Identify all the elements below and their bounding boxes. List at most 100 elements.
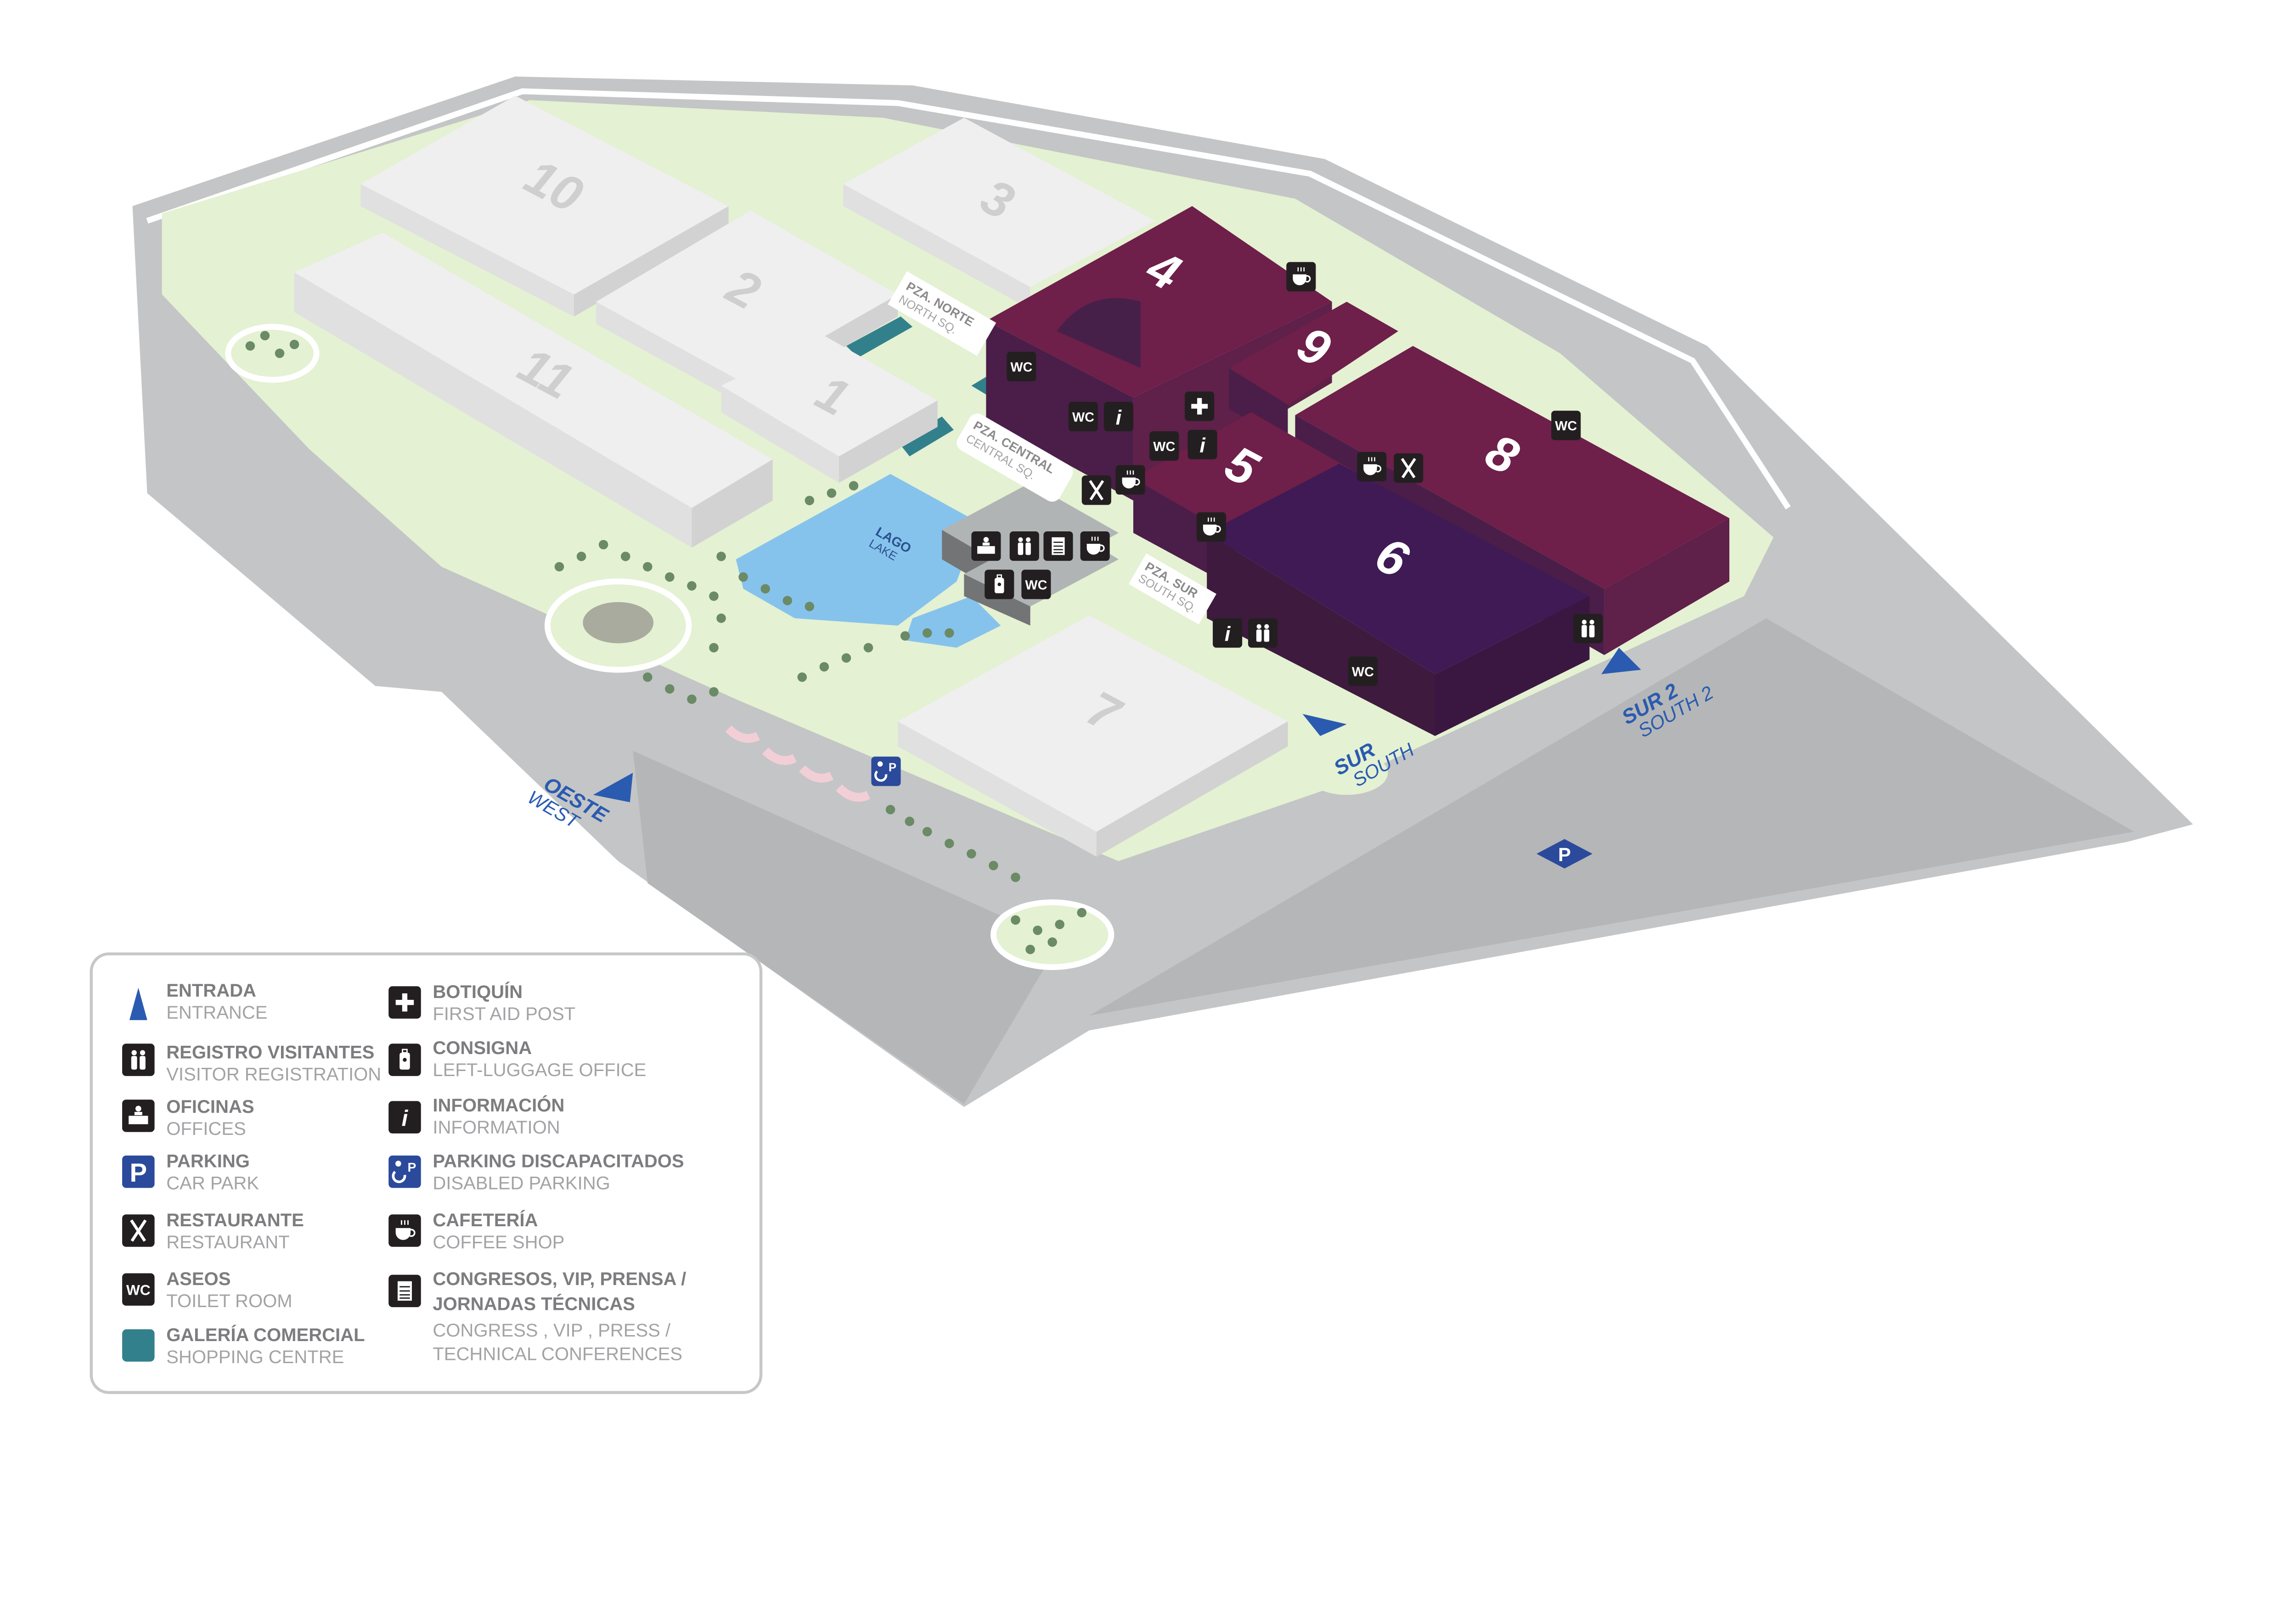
tree [900, 631, 910, 641]
legend-title: PARKING [166, 1151, 250, 1172]
info-icon[interactable]: i [1213, 618, 1243, 648]
svg-text:P: P [129, 1158, 147, 1187]
tree [819, 662, 829, 672]
tree [687, 581, 697, 591]
left-luggage-icon[interactable] [388, 1043, 421, 1076]
tree [805, 496, 815, 505]
first-aid-icon[interactable] [1185, 391, 1215, 421]
lake [736, 474, 979, 626]
legend-subtitle: ENTRANCE [166, 1003, 267, 1023]
parking-icon[interactable]: P [122, 1155, 155, 1188]
tree [576, 552, 586, 561]
legend-title: ASEOS [166, 1269, 231, 1289]
monument [583, 602, 654, 643]
coffee-icon[interactable] [388, 1214, 421, 1247]
restaurant-icon[interactable] [1394, 453, 1424, 483]
legend-subtitle: RESTAURANT [166, 1232, 289, 1252]
tree [709, 591, 719, 601]
hall-10[interactable]: 10 [360, 96, 729, 317]
svg-text:i: i [1225, 622, 1231, 645]
roundabout [1305, 750, 1388, 795]
disabled-parking-icon[interactable]: P [388, 1155, 421, 1188]
entrance-icon[interactable] [129, 987, 147, 1021]
hall-3[interactable]: 3 [843, 118, 1156, 310]
wc-icon[interactable]: WC [1551, 411, 1581, 440]
tree [716, 552, 726, 561]
info-icon[interactable]: i [1103, 401, 1133, 432]
legend-subtitle: CONGRESS , VIP , PRESS / [433, 1320, 671, 1341]
tree [687, 694, 697, 704]
tree [967, 849, 976, 859]
tree [738, 572, 748, 582]
coffee-icon[interactable] [1115, 465, 1145, 495]
first-aid-icon[interactable] [388, 986, 421, 1019]
congress-icon[interactable] [1043, 531, 1073, 561]
tree [905, 817, 915, 826]
legend-subtitle: INFORMATION [433, 1117, 560, 1138]
legend-subtitle: FIRST AID POST [433, 1004, 575, 1024]
info-icon[interactable]: i [1187, 429, 1217, 459]
coffee-icon[interactable] [1357, 451, 1387, 482]
tree [863, 643, 873, 653]
entrance-icon [1302, 714, 1347, 736]
legend-title: CONSIGNA [433, 1038, 532, 1058]
svg-text:i: i [1199, 434, 1206, 457]
legend-subtitle: SHOPPING CENTRE [166, 1347, 344, 1367]
wc-icon[interactable]: WC [1068, 401, 1098, 432]
offices-icon[interactable] [971, 531, 1001, 561]
svg-text:i: i [402, 1106, 409, 1131]
wc-icon[interactable]: WC [1007, 352, 1036, 382]
tree [260, 331, 270, 341]
visitor-registration-icon[interactable] [122, 1043, 155, 1076]
svg-text:WC: WC [1072, 410, 1094, 425]
visitor-registration-icon[interactable] [1248, 618, 1278, 648]
tree [841, 653, 851, 663]
info-icon[interactable]: i [388, 1101, 421, 1133]
tree [1033, 925, 1042, 935]
tree [1047, 937, 1057, 947]
roundabout [225, 324, 320, 383]
wc-icon[interactable]: WC [1149, 431, 1179, 461]
shopping-gallery [846, 316, 913, 358]
legend-title: GALERÍA COMERCIAL [166, 1325, 365, 1345]
tree [620, 552, 630, 561]
shopping-centre-swatch[interactable] [122, 1329, 155, 1362]
visitor-registration-icon[interactable] [1009, 531, 1039, 561]
tree [782, 596, 793, 605]
legend-subtitle: TOILET ROOM [166, 1291, 292, 1311]
left-luggage-icon[interactable] [985, 569, 1014, 599]
tree [760, 584, 770, 594]
restaurant-icon[interactable] [1081, 475, 1111, 505]
hall-7[interactable]: 7 [898, 615, 1288, 857]
legend-title: PARKING DISCAPACITADOS [433, 1151, 684, 1172]
svg-text:WC: WC [1025, 578, 1047, 592]
legend-title: CONGRESOS, VIP, PRENSA / [433, 1269, 686, 1289]
wc-icon[interactable]: WC [122, 1273, 155, 1306]
legend-title: CAFETERÍA [433, 1210, 538, 1230]
svg-text:i: i [1116, 406, 1122, 429]
legend-title: JORNADAS TÉCNICAS [433, 1294, 635, 1314]
offices-icon[interactable] [122, 1100, 155, 1132]
visitor-registration-icon[interactable] [1573, 614, 1603, 643]
tree [598, 540, 608, 550]
tree [554, 562, 564, 572]
legend-subtitle: LEFT-LUGGAGE OFFICE [433, 1060, 646, 1080]
wc-icon[interactable]: WC [1348, 656, 1378, 686]
hall-6[interactable]: 6 [1207, 463, 1590, 736]
coffee-icon[interactable] [1196, 512, 1226, 542]
wc-icon[interactable]: WC [1021, 569, 1051, 599]
hall-1[interactable]: 1 [721, 335, 938, 483]
tree [922, 827, 932, 837]
hall-11[interactable]: 11 [294, 232, 773, 548]
coffee-icon[interactable] [1286, 262, 1316, 292]
tree [1011, 915, 1020, 925]
svg-text:P: P [1558, 844, 1571, 865]
car-park-icon[interactable]: P [1536, 839, 1593, 869]
congress-icon[interactable] [388, 1274, 421, 1308]
restaurant-icon[interactable] [122, 1214, 155, 1247]
legend-subtitle: CAR PARK [166, 1173, 259, 1194]
disabled-parking-icon[interactable]: P [871, 756, 901, 786]
coffee-icon[interactable] [1080, 531, 1110, 561]
